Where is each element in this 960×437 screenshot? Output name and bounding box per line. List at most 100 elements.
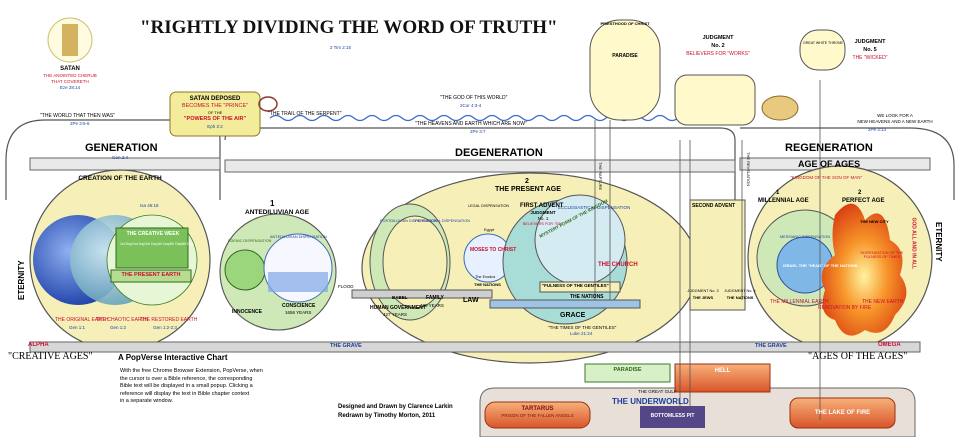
patriarchal-label: PATRIARCHAL DISPENSATION <box>415 219 470 223</box>
satan-sub1: THE ANOINTED CHERUB <box>43 73 97 78</box>
generation-ref[interactable]: Gen 2:4 <box>112 155 129 160</box>
god-of-world-ref[interactable]: 2Cor 4:3-4 <box>460 103 482 108</box>
satan-deposed-l1: SATAN DEPOSED <box>189 96 241 102</box>
hell-box <box>674 363 771 393</box>
credit-line-2: Redrawn by Timothy Morton, 2011 <box>338 413 436 419</box>
generation-heading: GENERATION <box>85 142 158 154</box>
paradise-heaven-box <box>589 19 661 121</box>
creation-ref[interactable]: Isa 45:18 <box>140 203 159 208</box>
judgment5-no: No. 5 <box>863 47 877 53</box>
popverse-line-1: With the free Chrome Browser Extension, … <box>120 368 263 374</box>
new-heavens-pre: WE LOOK FOR A <box>877 113 913 118</box>
restored-earth-label: THE RESTORED EARTH <box>140 317 198 323</box>
page-title: "RIGHTLY DIVIDING THE WORD OF TRUTH" <box>140 17 558 38</box>
new-jerusalem-icon <box>761 95 799 121</box>
grave-label: THE GRAVE <box>330 343 362 349</box>
first-advent-label: FIRST ADVENT <box>520 203 564 209</box>
popverse-line-4: reference will display the text in Bible… <box>120 390 250 397</box>
grace-label: GRACE <box>560 312 586 319</box>
title-ref[interactable]: 2 Tim 2:15 <box>330 45 352 50</box>
millennial-label: MILLENNIAL AGE <box>758 198 809 204</box>
legal-label: LEGAL DISPENSATION <box>468 204 510 208</box>
judgment3-sub: THE JEWS <box>692 295 714 300</box>
day-5: 5th Day <box>169 242 182 246</box>
day-1: 1st Day <box>120 242 132 246</box>
new-earth-label: THE NEW EARTH <box>862 299 904 305</box>
family-years: 430 YEARS <box>420 303 444 308</box>
edenic-label: EDENIC DISPENSATION <box>228 239 272 243</box>
lake-of-fire-box <box>789 397 896 429</box>
satan-deposed-ref[interactable]: Eph 2:2 <box>207 124 223 129</box>
hell-label: HELL <box>714 368 731 374</box>
regeneration-heading: REGENERATION <box>785 142 873 154</box>
family-label: FAMILY <box>426 295 444 301</box>
eternity-left: ETERNITY <box>17 260 26 300</box>
ecclesiastical-label: ECCLESIASTICAL DISPENSATION <box>558 205 631 210</box>
judgment2-sub: BELIEVERS FOR "WORKS" <box>686 51 750 57</box>
great-white-throne-box <box>799 29 846 71</box>
bottomless-pit-box <box>640 406 705 428</box>
popverse-line-5: in a separate window. <box>120 398 173 405</box>
grave-label-2: THE GRAVE <box>755 343 787 349</box>
creation-label: CREATION OF THE EARTH <box>78 175 162 182</box>
days-row: 1st Day 2nd Day 3rd Day 4th Day 5th Day … <box>120 242 193 247</box>
human-gov-years: 427 YEARS <box>383 312 407 317</box>
judgment5-sub: THE "WICKED" <box>852 55 888 61</box>
fire-cloud <box>821 203 907 336</box>
chaotic-earth-ref[interactable]: Gen 1:2 <box>109 325 126 330</box>
satan-deposed-l2: BECOMES THE "PRINCE" <box>181 103 249 109</box>
judgment4-label: JUDGMENT No. 4 <box>724 289 756 293</box>
tartarus-sub: PRISON OF THE FALLEN ANGELS <box>501 413 574 418</box>
renovation-label: RENOVATION BY FIRE <box>818 305 872 311</box>
judgment1-label: JUDGMENT <box>530 210 556 215</box>
popverse-body: With the free Chrome Browser Extension, … <box>120 368 263 406</box>
judgment1-no: No. 1 <box>537 216 549 221</box>
babel-label: BABEL <box>392 295 408 300</box>
judgment2-no: No. 2 <box>711 43 725 49</box>
human-gov-label: HUMAN GOVERNMENT <box>370 305 426 311</box>
creative-ages-label: "CREATIVE AGES" <box>8 351 93 362</box>
judgment3-label: JUDGMENT No. 3 <box>687 289 719 293</box>
creative-week-box <box>115 227 189 269</box>
israel-label: ISRAEL THE "HEAD" OF THE NATIONS <box>783 263 858 268</box>
tartarus-label: TARTARUS <box>521 406 554 412</box>
world-then-ref[interactable]: 2Pe 3:5-6 <box>70 121 90 126</box>
nations2-label: THE NATIONS <box>570 294 604 300</box>
flood-label: FLOOD <box>338 284 354 289</box>
new-heavens-ref[interactable]: 2Pe 3:13 <box>868 127 887 132</box>
millennial-earth-label: THE MILLENNIAL EARTH <box>770 299 829 305</box>
heavens-now-ref[interactable]: 2Pe 3:7 <box>470 129 486 134</box>
original-earth-ref[interactable]: Gen 1:1 <box>68 325 85 330</box>
degeneration-bar <box>224 159 736 173</box>
church-label: THE CHURCH <box>598 262 638 268</box>
millennial-disp-label: MESSIANIC DISPENSATION <box>780 235 830 239</box>
fulness-label: "FULNESS OF THE GENTILES" <box>542 283 609 288</box>
second-advent-box <box>689 199 746 311</box>
god-of-world-label: "THE GOD OF THIS WORLD" <box>440 95 508 101</box>
priesthood-label: PRIESTHOOD OF CHRIST <box>600 21 650 26</box>
satan-label: SATAN <box>60 66 80 72</box>
popverse-line-2: the cursor is over a Bible reference, th… <box>120 375 253 382</box>
revelation-label: THE REVELATION <box>746 152 751 187</box>
grave-bar <box>29 341 921 353</box>
day-2: 2nd Day <box>131 242 145 246</box>
alpha-label: ALPHA <box>28 342 49 348</box>
restored-earth-ref[interactable]: Gen 1:2-2:3 <box>153 325 177 330</box>
egypt-label: Egypt <box>484 227 495 232</box>
gentiles-label: "THE TIMES OF THE GENTILES" <box>548 325 617 330</box>
postdiluvian-label: POSTDILUVIAN DISPENSATION <box>380 219 437 223</box>
satan-ref[interactable]: Eze 28:14 <box>59 85 81 90</box>
rapture-label: THE RAPTURE <box>598 162 603 191</box>
judgment5-label: JUDGMENT <box>854 39 886 45</box>
new-city-label: THE NEW CITY <box>860 219 889 224</box>
present-age-num: 2 <box>525 178 529 185</box>
second-advent-label: SECOND ADVENT <box>692 203 736 209</box>
judgment2-label: JUDGMENT <box>702 35 734 41</box>
degeneration-heading: DEGENERATION <box>455 147 543 159</box>
satan-deposed-scroll <box>169 91 261 137</box>
day-3: 3rd Day <box>144 242 158 246</box>
gentiles-ref[interactable]: Luke 21:24 <box>570 331 593 336</box>
world-then-label: "THE WORLD THAT THEN WAS" <box>40 113 115 119</box>
satan-deposed-l3: OF THE <box>207 110 223 115</box>
paradise-under-box <box>584 363 671 383</box>
